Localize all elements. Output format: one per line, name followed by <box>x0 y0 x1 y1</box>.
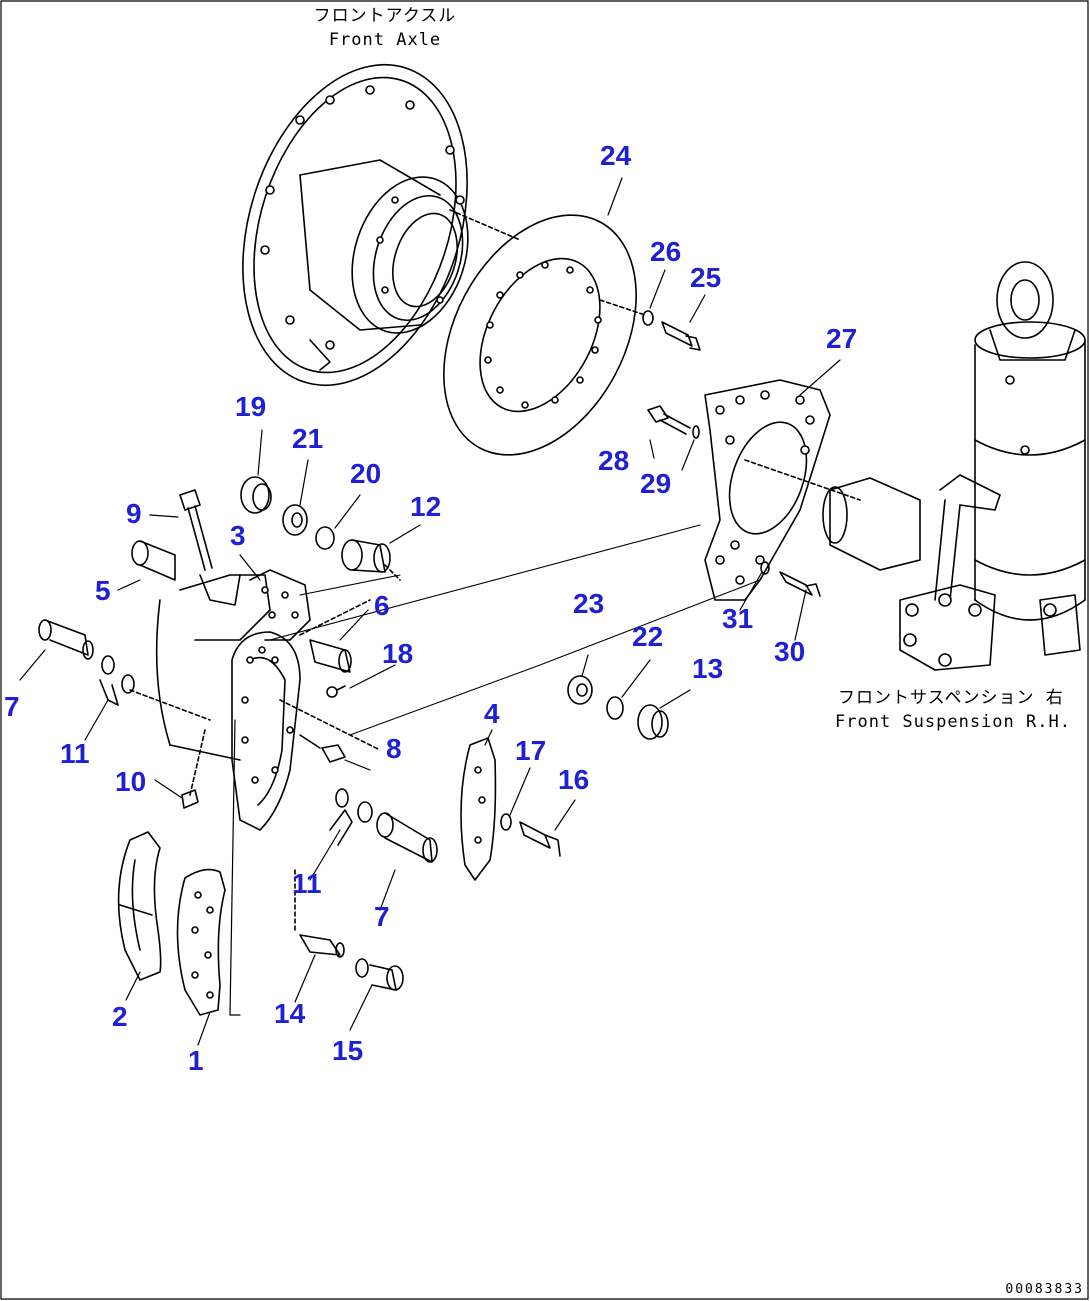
callout-16: 16 <box>558 764 590 795</box>
seal-11-right <box>329 788 373 846</box>
spacer-23 <box>567 675 593 705</box>
cap-19 <box>240 476 272 514</box>
front-suspension-caption-en: Front Suspension R.H. <box>835 712 1071 732</box>
callout-7-left: 7 <box>4 691 20 722</box>
mounting-bracket <box>704 379 861 601</box>
piston-12 <box>341 539 401 581</box>
sleeve-6 <box>299 599 371 673</box>
washer-17 <box>500 813 512 831</box>
callout-8: 8 <box>386 733 402 764</box>
brake-pad-1 <box>176 868 226 1016</box>
callout-4: 4 <box>484 698 500 729</box>
brake-disc <box>443 214 646 456</box>
seal-11-left <box>99 655 211 721</box>
bleeder-8 <box>279 699 381 763</box>
callout-20: 20 <box>350 458 382 489</box>
front-axle-caption-en: Front Axle <box>328 30 442 50</box>
callout-18: 18 <box>382 638 414 669</box>
callout-17: 17 <box>515 735 547 766</box>
callout-26: 26 <box>650 236 682 267</box>
callout-6: 6 <box>374 590 390 621</box>
callout-24: 24 <box>600 140 632 171</box>
bolt-25 <box>642 310 701 351</box>
front-suspension-cylinder <box>822 261 1086 671</box>
cover-plate-4 <box>460 737 497 881</box>
callout-11-right: 11 <box>292 868 322 899</box>
callout-22: 22 <box>632 621 664 652</box>
callout-1: 1 <box>188 1045 204 1076</box>
brake-pad-2 <box>117 831 162 981</box>
plug-7-left <box>38 619 94 660</box>
leader-lines <box>269 524 761 736</box>
callout-27: 27 <box>826 323 858 354</box>
fitting-14 <box>294 869 345 958</box>
callout-19: 19 <box>235 391 267 422</box>
cap-13 <box>637 704 669 740</box>
callout-15: 15 <box>332 1035 364 1066</box>
callout-12: 12 <box>410 491 442 522</box>
nipple-18 <box>326 685 346 698</box>
caliper-segment <box>229 631 301 1016</box>
bolt-28 <box>647 405 700 439</box>
callout-5: 5 <box>95 575 111 606</box>
bolt-16 <box>519 821 561 857</box>
ring-21 <box>282 504 308 536</box>
cap-15 <box>355 958 404 991</box>
callout-30: 30 <box>774 636 806 667</box>
callout-11-left: 11 <box>60 738 90 769</box>
front-axle-caption-jp: フロントアクスル <box>313 6 457 26</box>
pin-5 <box>131 540 176 581</box>
caliper-body <box>155 569 311 761</box>
drawing-reference-number: 00083833 <box>1005 1282 1084 1297</box>
callout-31: 31 <box>722 603 754 634</box>
callout-9: 9 <box>126 498 142 529</box>
callout-25: 25 <box>690 262 722 293</box>
callout-leaders <box>19 177 841 1046</box>
bolt-30 <box>760 561 821 597</box>
callout-7-right: 7 <box>374 901 390 932</box>
callout-21: 21 <box>292 423 324 454</box>
callout-2: 2 <box>112 1001 128 1032</box>
bolt-9 <box>179 489 213 571</box>
callout-10: 10 <box>115 766 147 797</box>
plug-7-right <box>376 812 438 863</box>
bolt-10 <box>181 729 206 809</box>
callout-13: 13 <box>692 653 724 684</box>
callout-14: 14 <box>274 998 306 1029</box>
callout-29: 29 <box>640 468 672 499</box>
front-suspension-caption-jp: フロントサスペンション 右 <box>838 688 1064 708</box>
callout-23: 23 <box>573 588 605 619</box>
ring-20 <box>315 526 335 550</box>
callout-28: 28 <box>598 445 630 476</box>
ring-22 <box>606 696 624 720</box>
front-axle-hub <box>242 63 521 387</box>
callout-3: 3 <box>230 520 246 551</box>
